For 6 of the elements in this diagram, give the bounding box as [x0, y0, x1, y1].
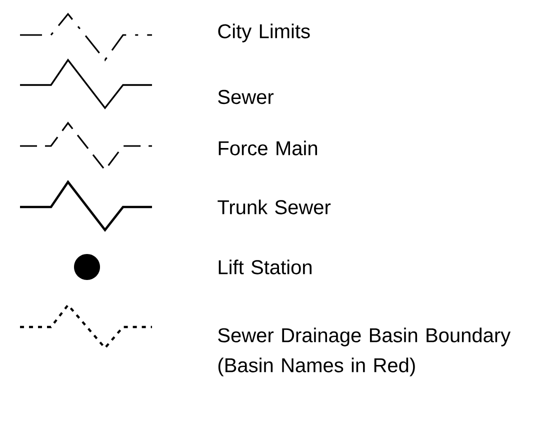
legend-label: Lift Station — [218, 260, 312, 274]
legend-label: Sewer Drainage Basin Boundary (Basin Names in Red) — [218, 328, 511, 376]
legend-label: Sewer — [218, 90, 274, 104]
legend-label: Force Main — [218, 140, 318, 156]
legend-label: City Limits — [218, 24, 310, 42]
legend-label: Trunk Sewer — [218, 200, 331, 214]
